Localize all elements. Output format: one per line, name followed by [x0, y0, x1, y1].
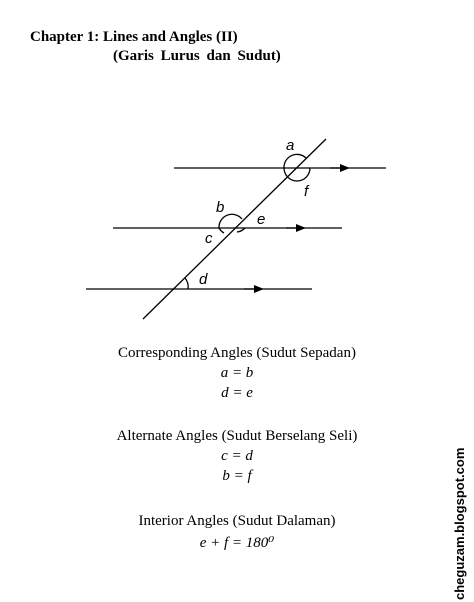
blog-watermark: cheguzam.blogspot.com	[452, 447, 467, 600]
angle-label-c: c	[205, 230, 213, 247]
angle-label-d: d	[199, 271, 208, 288]
equation: b = f	[222, 468, 252, 484]
angle-label-e: e	[257, 211, 265, 228]
parallel-lines-diagram: a f b e c d	[86, 137, 386, 320]
equation: e + f = 180⁰	[199, 535, 275, 551]
angle-label-b: b	[216, 199, 224, 216]
equation: d = e	[221, 385, 253, 401]
section-heading: Corresponding Angles (Sudut Sepadan)	[118, 345, 356, 361]
section-heading: Alternate Angles (Sudut Berselang Seli)	[116, 428, 358, 444]
equation: c = d	[221, 448, 253, 464]
interior-angles-section: Interior Angles (Sudut Dalaman) e + f = …	[0, 513, 474, 552]
angle-arc-f	[283, 167, 311, 182]
transversal-line	[142, 138, 327, 320]
angle-arc-d	[184, 277, 189, 290]
angle-arc-c	[218, 227, 225, 234]
alternate-angles-section: Alternate Angles (Sudut Berselang Seli) …	[0, 428, 474, 485]
angle-arc-e	[236, 227, 246, 233]
chapter-title: Chapter 1: Lines and Angles (II)	[30, 29, 238, 45]
angle-arc-a	[283, 153, 307, 169]
angle-label-f: f	[304, 183, 310, 200]
section-heading: Interior Angles (Sudut Dalaman)	[138, 513, 336, 529]
equation: a = b	[220, 365, 254, 381]
angle-label-a: a	[286, 137, 294, 154]
chapter-subtitle: (Garis Lurus dan Sudut)	[113, 48, 281, 64]
corresponding-angles-section: Corresponding Angles (Sudut Sepadan) a =…	[0, 345, 474, 402]
angle-arc-b	[218, 213, 243, 229]
